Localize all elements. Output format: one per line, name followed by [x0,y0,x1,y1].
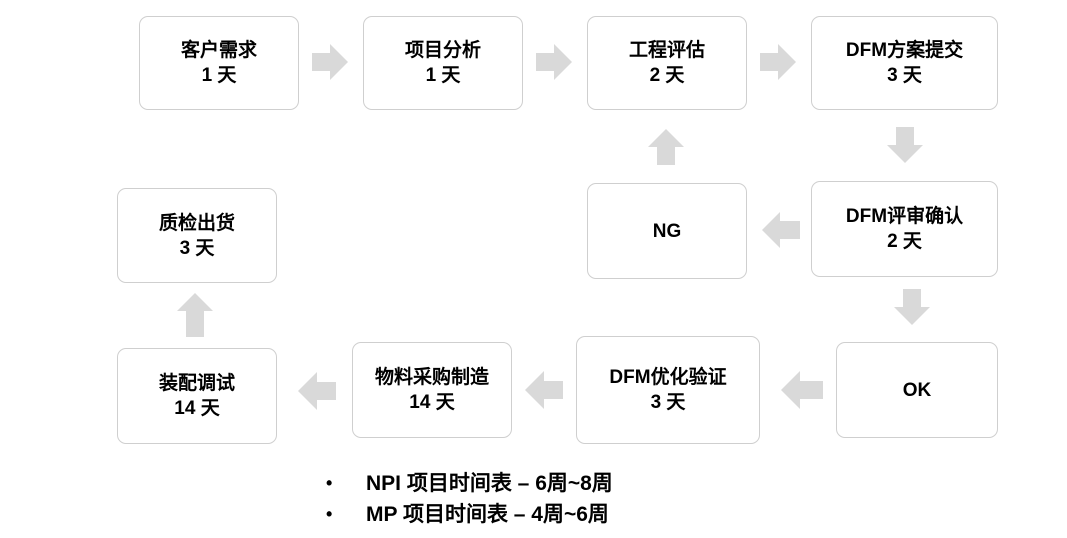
arrow-down-icon [894,289,930,325]
arrow-left-icon [781,371,823,409]
bullet-dot-icon: • [326,504,333,524]
timeline-notes: • NPI 项目时间表 – 6周~8周 • MP 项目时间表 – 4周~6周 [326,468,613,530]
arrow-up-icon [648,129,684,165]
step-dfm-optimize: DFM优化验证 3 天 [576,336,760,444]
step-dfm-submit: DFM方案提交 3 天 [811,16,998,110]
step-engineering-eval: 工程评估 2 天 [587,16,747,110]
step-duration: 1 天 [425,65,461,86]
arrow-down-icon [887,127,923,163]
arrow-right-icon [536,44,572,80]
step-name: 装配调试 [158,373,235,394]
note-npi: • NPI 项目时间表 – 6周~8周 [326,468,613,499]
step-name: 质检出货 [158,212,235,234]
step-qc-shipping: 质检出货 3 天 [117,188,277,283]
step-duration: 14 天 [174,398,220,419]
step-name: 客户需求 [180,40,257,61]
arrow-left-icon [298,372,336,410]
step-duration: 14 天 [409,392,455,413]
arrow-left-icon [762,212,800,248]
step-duration: 2 天 [649,65,685,86]
note-text: NPI 项目时间表 – 6周~8周 [366,472,613,495]
step-dfm-review: DFM评审确认 2 天 [811,181,998,277]
step-duration: 3 天 [650,392,686,413]
step-duration: 3 天 [887,65,922,86]
arrow-left-icon [525,371,563,409]
step-duration: 3 天 [179,237,215,259]
step-assembly-debug: 装配调试 14 天 [117,348,277,444]
step-duration: 1 天 [201,65,237,86]
step-name: 物料采购制造 [374,367,489,388]
step-project-analysis: 项目分析 1 天 [363,16,523,110]
arrow-right-icon [760,44,796,80]
step-name: NG [652,220,682,242]
note-text: MP 项目时间表 – 4周~6周 [366,503,609,526]
step-name: DFM优化验证 [609,367,727,388]
step-name: 项目分析 [404,40,481,61]
note-mp: • MP 项目时间表 – 4周~6周 [326,499,613,530]
step-ok: OK [836,342,998,438]
bullet-dot-icon: • [326,473,333,493]
step-duration: 2 天 [887,231,922,252]
arrow-right-icon [312,44,348,80]
step-name: DFM评审确认 [845,206,964,227]
step-customer-demand: 客户需求 1 天 [139,16,299,110]
step-name: OK [902,379,932,401]
step-name: DFM方案提交 [845,40,964,61]
step-ng: NG [587,183,747,279]
step-material-purchase: 物料采购制造 14 天 [352,342,512,438]
arrow-up-icon [177,293,213,337]
step-name: 工程评估 [628,40,705,61]
